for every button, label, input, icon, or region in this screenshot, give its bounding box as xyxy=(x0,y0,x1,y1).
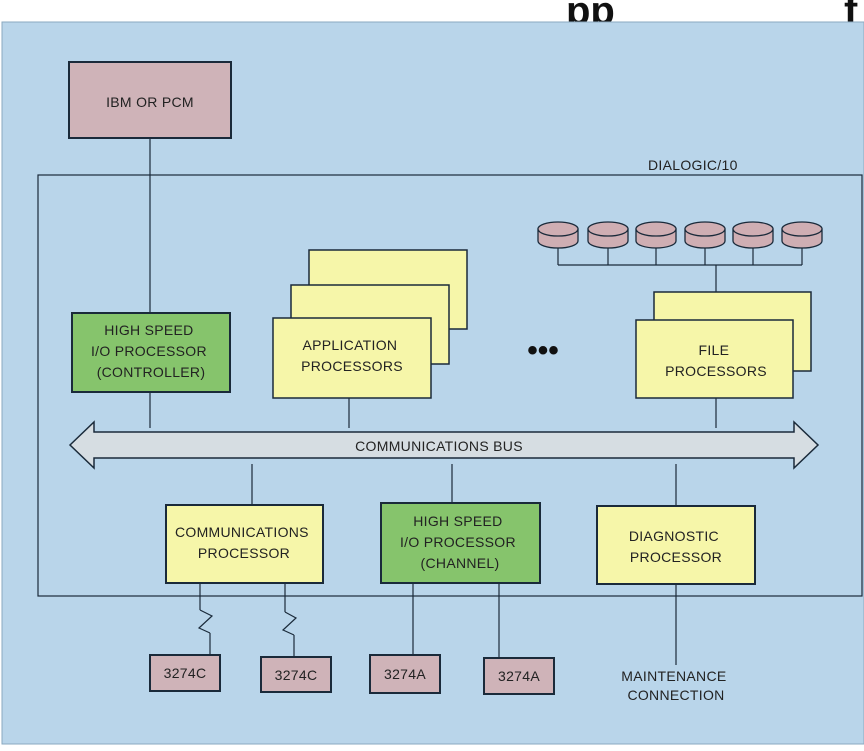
terminal-label: 3274A xyxy=(498,668,540,684)
terminal-label: 3274A xyxy=(384,666,426,682)
hsio-channel-label: HIGH SPEED I/O PROCESSOR (CHANNEL) xyxy=(400,513,520,571)
terminal-2: 3274C xyxy=(260,656,332,693)
file-processors-label: FILE PROCESSORS xyxy=(665,342,767,379)
file-processors-stack: FILE PROCESSORS xyxy=(635,291,812,399)
disk-icon xyxy=(684,221,726,249)
bus-label: COMMUNICATIONS BUS xyxy=(355,438,523,454)
diagnostic-processor-label: DIAGNOSTIC PROCESSOR xyxy=(629,528,723,565)
terminal-1: 3274C xyxy=(149,654,221,692)
hsio-controller-label: HIGH SPEED I/O PROCESSOR (CONTROLLER) xyxy=(91,322,211,380)
disk-icon xyxy=(732,221,774,249)
disk-drives xyxy=(537,221,823,249)
host-label: IBM OR PCM xyxy=(106,94,194,110)
application-processors-stack: APPLICATION PROCESSORS xyxy=(272,249,468,399)
terminal-label: 3274C xyxy=(164,665,207,681)
hsio-controller-box: HIGH SPEED I/O PROCESSOR (CONTROLLER) xyxy=(71,312,231,393)
communications-processor-label: COMMUNICATIONS PROCESSOR xyxy=(175,524,313,561)
system-label: DIALOGIC/10 xyxy=(648,157,738,173)
host-box: IBM OR PCM xyxy=(68,61,232,139)
disk-icon xyxy=(587,221,629,249)
disk-icon xyxy=(781,221,823,249)
application-processors-label: APPLICATION PROCESSORS xyxy=(301,337,403,374)
diagnostic-processor-box: DIAGNOSTIC PROCESSOR xyxy=(596,505,756,585)
bus-arrow xyxy=(68,420,820,470)
more-processors-ellipsis: ••• xyxy=(527,334,559,367)
disk-icon xyxy=(635,221,677,249)
communications-bus: COMMUNICATIONS BUS xyxy=(68,420,820,470)
connector-lines xyxy=(149,138,803,665)
terminal-3: 3274A xyxy=(369,654,441,694)
maintenance-connection-label: MAINTENANCE CONNECTION xyxy=(621,668,730,703)
dialogic-enclosure xyxy=(37,174,863,597)
disk-icon xyxy=(537,221,579,249)
communications-processor-box: COMMUNICATIONS PROCESSOR xyxy=(165,504,324,584)
hsio-channel-box: HIGH SPEED I/O PROCESSOR (CHANNEL) xyxy=(380,502,541,584)
terminal-4: 3274A xyxy=(483,657,555,695)
terminal-label: 3274C xyxy=(275,667,318,683)
